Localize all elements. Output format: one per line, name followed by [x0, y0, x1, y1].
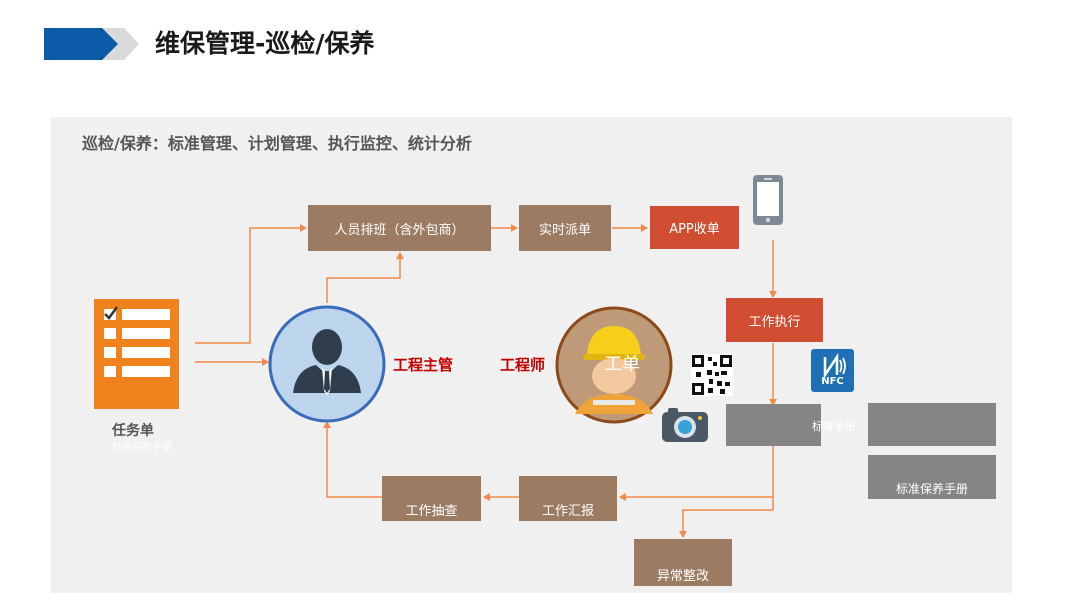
- execute-output-box: [726, 404, 821, 446]
- arrow-spotcheck-to-manager: [323, 421, 382, 498]
- work-spot-check-box: 工作抽查: [382, 476, 481, 521]
- page-title: 维保管理-巡检/保养: [155, 29, 375, 58]
- engineer-label: 工程师: [500, 356, 546, 374]
- realtime-dispatch-box: 实时派单: [519, 205, 611, 251]
- engineer-avatar-text: 工单: [604, 354, 640, 375]
- clipboard-checklist-icon: [94, 299, 179, 409]
- arrow-tasklist-to-schedule: [195, 224, 307, 344]
- qr-code-icon: [691, 354, 733, 396]
- nfc-label: NFC: [821, 376, 844, 387]
- manual-overlay-label: 标准手册: [812, 420, 856, 433]
- manual-box-top: [868, 403, 996, 446]
- app-receive-box: APP收单: [650, 206, 739, 249]
- maintenance-manual-box: 标准保养手册: [868, 455, 996, 499]
- header-chevron-icon: [44, 28, 139, 60]
- phone-icon: [753, 175, 783, 225]
- arrow-to-abnormal: [679, 497, 774, 538]
- abnormal-fix-box: 异常整改: [634, 539, 732, 586]
- camera-icon: [662, 408, 708, 442]
- arrow-manager-to-schedule: [326, 252, 404, 303]
- task-list-label: 任务单: [112, 423, 154, 439]
- staff-schedule-box: 人员排班（含外包商）: [308, 205, 491, 251]
- task-list-sublabel: 标准巡检手册: [112, 442, 172, 453]
- work-execute-box: 工作执行: [726, 298, 823, 342]
- engineering-manager-label: 工程主管: [393, 356, 454, 374]
- manager-avatar-icon: [268, 305, 386, 423]
- work-report-box: 工作汇报: [519, 476, 617, 521]
- nfc-icon: NFC: [811, 349, 854, 392]
- engineer-avatar-icon: [555, 306, 673, 424]
- diagram-subtitle: 巡检/保养：标准管理、计划管理、执行监控、统计分析: [82, 134, 472, 153]
